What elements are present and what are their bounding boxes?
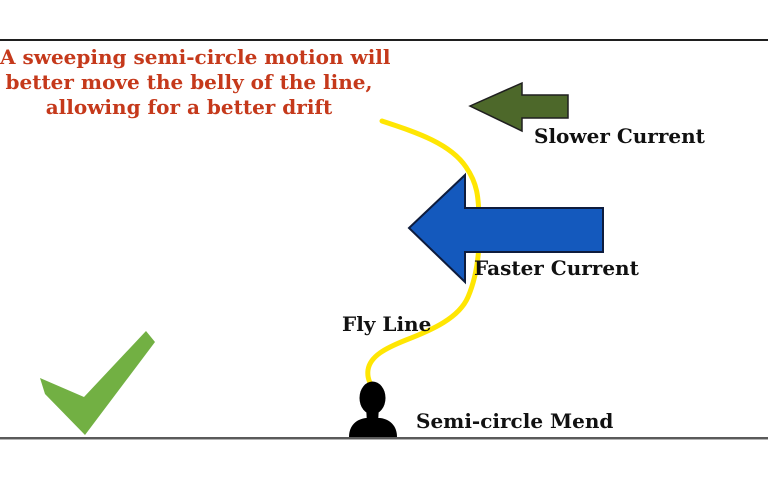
faster-current-label: Faster Current [474,256,639,280]
slower-current-arrow-icon [468,81,569,133]
semi-circle-mend-label: Semi-circle Mend [416,409,614,433]
annotation-line-2: better move the belly of the line, [5,70,373,94]
faster-current-arrow-icon [407,172,604,285]
fly-line-label: Fly Line [342,312,432,336]
angler-silhouette-icon [349,381,397,437]
annotation-text: A sweeping semi-circle motion will bette… [0,45,391,120]
fly-line-curve-icon [365,118,482,389]
annotation-line-1: A sweeping semi-circle motion will [0,45,391,69]
annotation-line-3: allowing for a better drift [45,95,333,119]
bottom-divider-line [0,437,768,440]
slower-current-label: Slower Current [534,124,705,148]
top-divider-line [0,39,768,41]
checkmark-icon [40,331,155,435]
